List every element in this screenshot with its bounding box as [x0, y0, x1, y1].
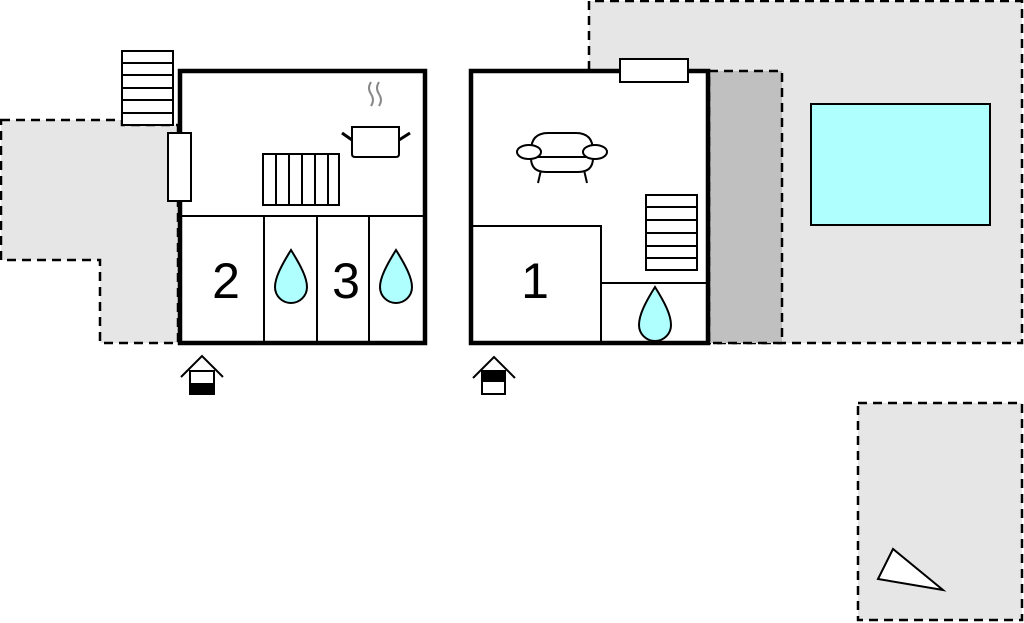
north-arrow-icon [876, 547, 947, 592]
covered-terrace [707, 69, 784, 345]
bathroom-drop-icon [637, 285, 673, 342]
window-icon [167, 132, 192, 202]
room-label-1: 1 [521, 253, 549, 309]
radiator-icon [262, 153, 340, 206]
entrance-icon [180, 354, 224, 395]
window-icon [619, 58, 689, 83]
entrance-icon [472, 355, 516, 395]
room-label-2: 2 [212, 253, 240, 309]
sofa-icon [516, 132, 608, 184]
bathroom-drop-icon [378, 248, 414, 304]
bathroom-drop-icon [273, 248, 309, 304]
room-label-3: 3 [332, 253, 360, 309]
terrace-left [0, 118, 180, 345]
garden-bottom-right [856, 401, 1024, 622]
pool [810, 103, 991, 226]
kitchen-pot-icon [341, 81, 411, 158]
stairs-icon [645, 194, 698, 271]
stairs-icon [121, 50, 174, 126]
